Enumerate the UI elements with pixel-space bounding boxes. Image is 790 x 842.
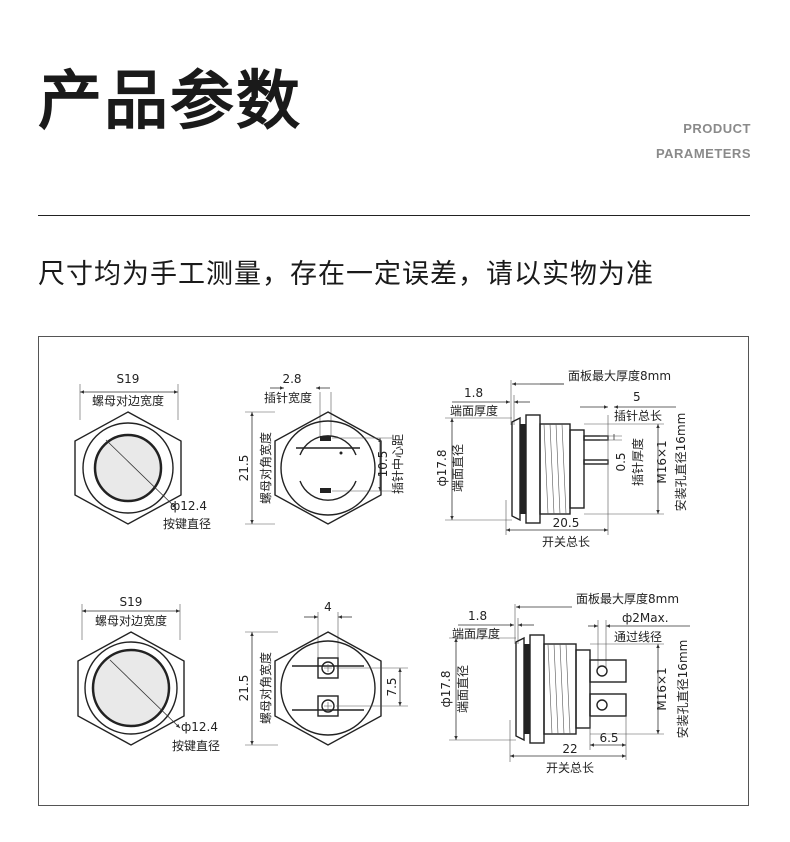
bottom-face-thick: 1.8 — [468, 609, 487, 623]
page-title: 产品参数 — [38, 65, 302, 139]
measurement-note: 尺寸均为手工测量，存在一定误差，请以实物为准 — [38, 259, 654, 290]
top-hole-label: 安装孔直径16mm — [673, 413, 688, 512]
subtitle-parameters: PARAMETERS — [655, 146, 751, 161]
bottom-wire-label: 通过线径 — [614, 630, 662, 644]
bottom-front-view: S19 螺母对边宽度 ф12.4 按键直径 — [77, 595, 220, 753]
top-nut-size: S19 — [117, 372, 140, 386]
bottom-side-oring — [524, 644, 530, 734]
top-total: 20.5 — [553, 516, 580, 530]
top-face-dia-label: 端面直径 — [451, 444, 465, 492]
bottom-button-dia: ф12.4 — [181, 720, 218, 734]
top-pin-thick: 0.5 — [614, 452, 628, 471]
top-front-view: S19 螺母对边宽度 ф12.4 按键直径 — [74, 372, 211, 531]
bottom-terminal-pitch: 7.5 — [385, 677, 399, 696]
bottom-terminal-len: 6.5 — [599, 731, 618, 745]
bottom-face-dia-label: 端面直径 — [456, 665, 470, 713]
top-thread: M16×1 — [655, 440, 669, 483]
bottom-nut-diag-label: 螺母对角宽度 — [258, 652, 273, 724]
bottom-front-hex-nut — [77, 631, 185, 746]
bottom-side-terminal-lower — [589, 693, 627, 717]
top-back-hex-nut — [274, 411, 382, 525]
top-back-view: 2.8 插针宽度 21.5 螺母对角宽度 10.5 插针中心距 — [237, 372, 405, 525]
top-face-thick-label: 端面厚度 — [450, 403, 498, 418]
bottom-button-label: 按键直径 — [172, 739, 220, 753]
bottom-back-view: 4 21.5 螺母对角宽度 7.5 — [237, 600, 408, 746]
subtitle-product: PRODUCT — [683, 121, 751, 136]
bottom-side-face — [515, 636, 525, 742]
top-side-nut — [525, 414, 541, 524]
bottom-thread: M16×1 — [655, 667, 669, 710]
bottom-nut-size: S19 — [120, 595, 143, 609]
top-front-hex-nut — [74, 411, 182, 525]
top-back-ring — [299, 435, 357, 501]
top-nut-diag: 21.5 — [237, 455, 251, 482]
bottom-front-bezel — [84, 641, 178, 735]
top-nut-label: 螺母对边宽度 — [92, 393, 164, 408]
top-button-dia: ф12.4 — [170, 499, 207, 513]
bottom-back-hex-nut — [274, 631, 382, 746]
top-pin-lower — [320, 488, 331, 493]
bottom-side-housing — [575, 649, 591, 729]
bottom-face-thick-label: 端面厚度 — [452, 626, 500, 641]
header-divider — [38, 215, 750, 216]
top-side-housing — [569, 429, 585, 509]
bottom-side-nut — [529, 634, 545, 744]
top-pin-center-label: 插针中心距 — [390, 434, 405, 494]
bottom-nut-label: 螺母对边宽度 — [95, 613, 167, 628]
bottom-side-view: 面板最大厚度8mm 1.8 端面厚度 ф2Max. 通过线径 ф17.8 端面直… — [439, 591, 690, 775]
top-back-body — [280, 420, 376, 516]
top-nut-diag-label: 螺母对角宽度 — [258, 432, 273, 504]
bottom-total: 22 — [562, 742, 577, 756]
top-pin-width-label: 插针宽度 — [264, 390, 312, 405]
top-side-pin-upper — [583, 435, 609, 441]
top-face-thick: 1.8 — [464, 386, 483, 400]
top-side-oring — [520, 424, 526, 514]
top-panel-max: 面板最大厚度8mm — [568, 368, 671, 383]
top-pin-width: 2.8 — [282, 372, 301, 386]
top-pin-len: 5 — [633, 390, 641, 404]
bottom-total-label: 开关总长 — [546, 761, 594, 775]
bottom-hole-label: 安装孔直径16mm — [675, 640, 690, 739]
bottom-front-button — [91, 648, 171, 728]
bottom-back-body — [280, 640, 376, 736]
top-front-button — [93, 433, 163, 503]
top-side-pin-lower — [583, 459, 609, 465]
bottom-terminal-width: 4 — [324, 600, 332, 614]
diagram-frame — [38, 336, 749, 806]
bottom-nut-diag: 21.5 — [237, 675, 251, 702]
top-side-face — [511, 416, 521, 522]
top-side-view: 面板最大厚度8mm 1.8 端面厚度 5 插针总长 ф17.8 端面直径 0.5… — [435, 368, 688, 549]
top-total-label: 开关总长 — [542, 535, 590, 549]
top-face-dia: ф17.8 — [435, 450, 449, 487]
bottom-side-terminal-upper — [589, 659, 627, 683]
bottom-face-dia: ф17.8 — [439, 671, 453, 708]
top-front-bezel — [82, 422, 174, 514]
top-pin-thick-label: 插针厚度 — [630, 438, 645, 486]
top-pin-upper — [320, 436, 331, 441]
bottom-panel-max: 面板最大厚度8mm — [576, 591, 679, 606]
bottom-wire-dia: ф2Max. — [622, 611, 669, 625]
top-pin-len-label: 插针总长 — [614, 408, 662, 423]
top-button-label: 按键直径 — [163, 517, 211, 531]
top-pin-center: 10.5 — [376, 451, 390, 478]
